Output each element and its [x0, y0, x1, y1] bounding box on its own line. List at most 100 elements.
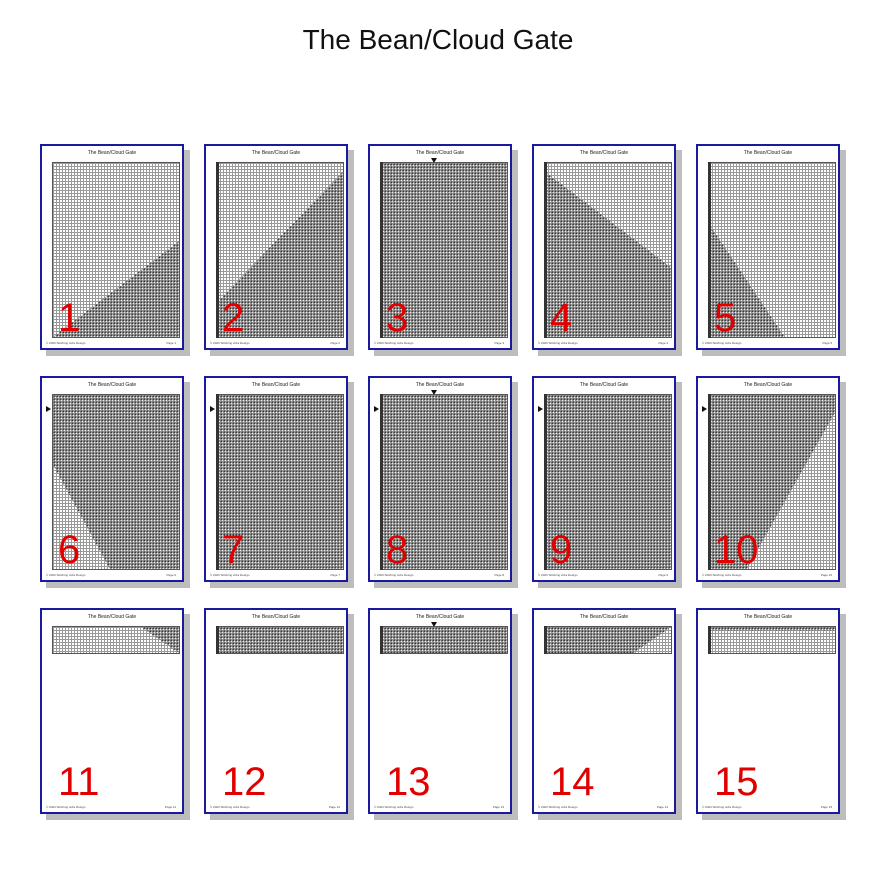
page-title: The Bean/Cloud Gate: [87, 150, 137, 156]
page-title: The Bean/Cloud Gate: [743, 614, 793, 620]
page-title: The Bean/Cloud Gate: [87, 614, 137, 620]
page-footer-left: © 2023 Stitching Jobs Design: [210, 341, 250, 345]
center-arrow-icon: [431, 158, 437, 163]
page-title: The Bean/Cloud Gate: [251, 614, 301, 620]
page-number: 15: [714, 760, 759, 804]
page-footer-right: Page 15: [820, 805, 832, 809]
row-marker-icon: [210, 406, 215, 412]
page-footer-left: © 2023 Stitching Jobs Design: [374, 341, 414, 345]
page-footer-right: Page 2: [330, 341, 340, 345]
page-footer-left: © 2023 Stitching Jobs Design: [46, 341, 86, 345]
page-footer-right: Page 6: [166, 573, 176, 577]
page-number: 5: [714, 296, 737, 340]
page-footer-right: Page 12: [328, 805, 340, 809]
page-footer-right: Page 4: [658, 341, 668, 345]
page-thumbnail-12[interactable]: The Bean/Cloud Gate © 2023 Stitching Job…: [204, 608, 348, 814]
page-thumbnail-11[interactable]: The Bean/Cloud Gate © 2023 Stitching Job…: [40, 608, 184, 814]
row-ruler: [708, 394, 711, 570]
chart-grid: [544, 626, 672, 654]
page-thumbnail-13[interactable]: The Bean/Cloud Gate © 2023 Stitching Job…: [368, 608, 512, 814]
page-thumbnail-14[interactable]: The Bean/Cloud Gate © 2023 Stitching Job…: [532, 608, 676, 814]
chart-grid: [380, 162, 508, 338]
row-ruler: [380, 394, 383, 570]
page-title: The Bean/Cloud Gate: [743, 382, 793, 388]
page-thumbnail-grid: The Bean/Cloud Gate © 2023 Stitching Job…: [40, 144, 845, 824]
chart-grid: [544, 394, 672, 570]
page-thumbnail-7[interactable]: The Bean/Cloud Gate © 2023 Stitching Job…: [204, 376, 348, 582]
row-ruler: [216, 394, 219, 570]
page-footer-right: Page 7: [330, 573, 340, 577]
page-number: 9: [550, 528, 573, 572]
page-number: 13: [386, 760, 431, 804]
page-footer-left: © 2023 Stitching Jobs Design: [210, 805, 250, 809]
page-footer-left: © 2023 Stitching Jobs Design: [46, 573, 86, 577]
page-thumbnail-3[interactable]: The Bean/Cloud Gate © 2023 Stitching Job…: [368, 144, 512, 350]
chart-grid: [216, 394, 344, 570]
page-footer-right: Page 8: [494, 573, 504, 577]
row-ruler: [216, 626, 219, 654]
chart-grid: [52, 626, 180, 654]
row-ruler: [544, 162, 547, 338]
page-number: 2: [222, 296, 245, 340]
page-title: The Bean/Cloud Gate: [251, 150, 301, 156]
page-footer-left: © 2023 Stitching Jobs Design: [46, 805, 86, 809]
chart-grid: [52, 162, 180, 338]
page-title: The Bean/Cloud Gate: [415, 614, 465, 620]
page-title: The Bean/Cloud Gate: [743, 150, 793, 156]
chart-grid: [544, 162, 672, 338]
center-arrow-icon: [431, 390, 437, 395]
chart-grid: [708, 162, 836, 338]
chart-grid: [380, 394, 508, 570]
row-marker-icon: [702, 406, 707, 412]
page-footer-left: © 2023 Stitching Jobs Design: [702, 573, 742, 577]
page-number: 1: [58, 296, 81, 340]
page-thumbnail-15[interactable]: The Bean/Cloud Gate © 2023 Stitching Job…: [696, 608, 840, 814]
page-footer-left: © 2023 Stitching Jobs Design: [210, 573, 250, 577]
page-footer-right: Page 1: [166, 341, 176, 345]
page-footer-right: Page 10: [820, 573, 832, 577]
page-thumbnail-6[interactable]: The Bean/Cloud Gate © 2023 Stitching Job…: [40, 376, 184, 582]
row-marker-icon: [46, 406, 51, 412]
page-thumbnail-10[interactable]: The Bean/Cloud Gate © 2023 Stitching Job…: [696, 376, 840, 582]
row-ruler: [216, 162, 219, 338]
page-number: 14: [550, 760, 595, 804]
chart-grid: [216, 626, 344, 654]
document-title: The Bean/Cloud Gate: [302, 24, 574, 55]
row-marker-icon: [374, 406, 379, 412]
page-footer-left: © 2023 Stitching Jobs Design: [538, 805, 578, 809]
page-thumbnail-4[interactable]: The Bean/Cloud Gate © 2023 Stitching Job…: [532, 144, 676, 350]
page-footer-right: Page 11: [165, 805, 176, 809]
row-ruler: [544, 394, 547, 570]
chart-grid: [216, 162, 344, 338]
page-thumbnail-9[interactable]: The Bean/Cloud Gate © 2023 Stitching Job…: [532, 376, 676, 582]
page-title: The Bean/Cloud Gate: [415, 150, 465, 156]
page-footer-left: © 2023 Stitching Jobs Design: [374, 573, 414, 577]
row-ruler: [380, 626, 383, 654]
page-footer-right: Page 14: [656, 805, 668, 809]
page-number: 3: [386, 296, 409, 340]
page-footer-right: Page 5: [822, 341, 832, 345]
page-number: 12: [222, 760, 267, 804]
page-thumbnail-8[interactable]: The Bean/Cloud Gate © 2023 Stitching Job…: [368, 376, 512, 582]
page-footer-left: © 2023 Stitching Jobs Design: [538, 341, 578, 345]
chart-grid: [708, 626, 836, 654]
page-thumbnail-5[interactable]: The Bean/Cloud Gate © 2023 Stitching Job…: [696, 144, 840, 350]
page-number: 7: [222, 528, 245, 572]
page-footer-left: © 2023 Stitching Jobs Design: [702, 341, 742, 345]
chart-grid: [380, 626, 508, 654]
page-thumbnail-2[interactable]: The Bean/Cloud Gate © 2023 Stitching Job…: [204, 144, 348, 350]
row-marker-icon: [538, 406, 543, 412]
page-footer-left: © 2023 Stitching Jobs Design: [374, 805, 414, 809]
page-footer-left: © 2023 Stitching Jobs Design: [702, 805, 742, 809]
page-footer-right: Page 13: [492, 805, 504, 809]
page-thumbnail-1[interactable]: The Bean/Cloud Gate © 2023 Stitching Job…: [40, 144, 184, 350]
row-ruler: [708, 162, 711, 338]
page-title: The Bean/Cloud Gate: [579, 614, 629, 620]
page-title: The Bean/Cloud Gate: [579, 382, 629, 388]
page-title: The Bean/Cloud Gate: [87, 382, 137, 388]
page-title: The Bean/Cloud Gate: [251, 382, 301, 388]
row-ruler: [380, 162, 383, 338]
page-number: 4: [550, 296, 573, 340]
chart-grid: [708, 394, 836, 570]
row-ruler: [708, 626, 711, 654]
